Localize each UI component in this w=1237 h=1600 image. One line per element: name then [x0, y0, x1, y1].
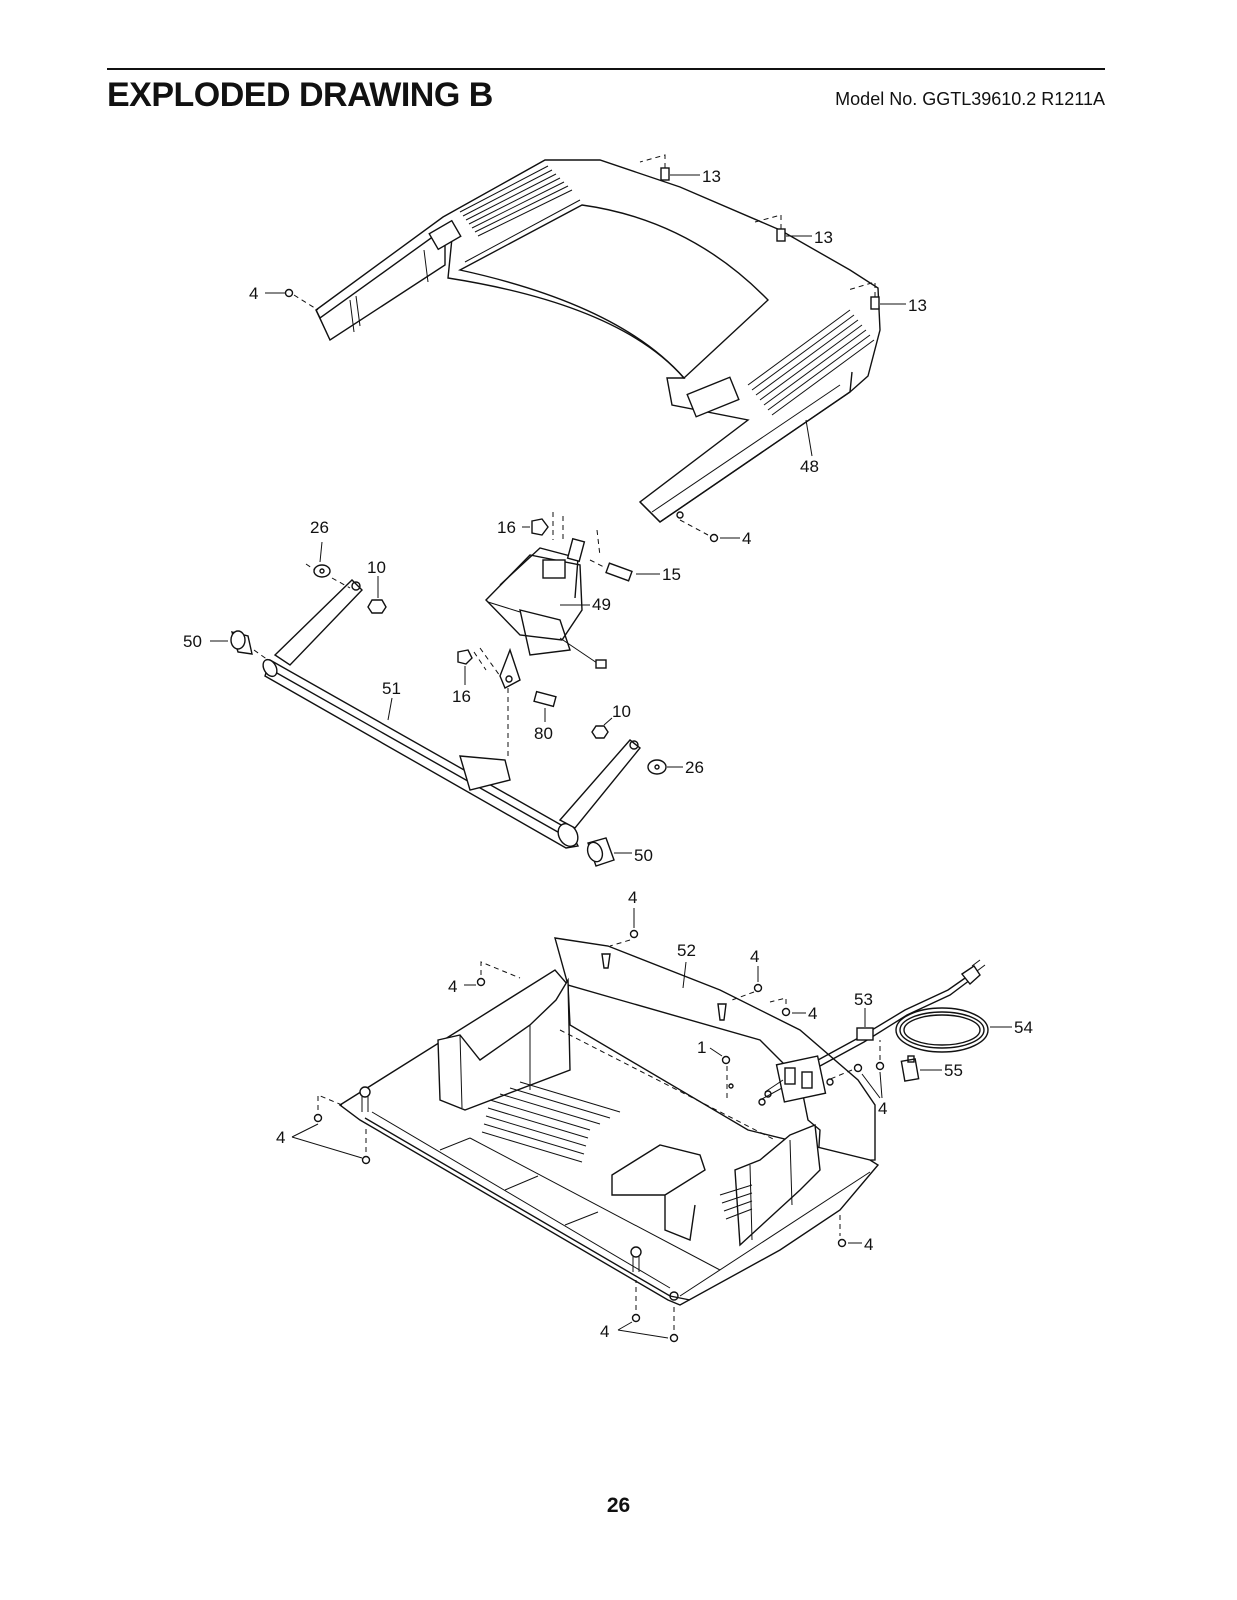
frame-part-51 [262, 579, 641, 849]
model-number: Model No. GGTL39610.2 R1211A [835, 89, 1105, 109]
callout-52: 52 [677, 941, 696, 960]
callout-16: 16 [452, 687, 471, 706]
power-cord-54 [817, 959, 1012, 1067]
clip-13-c [847, 281, 906, 310]
callout-16: 16 [497, 518, 516, 537]
floor-vent-slots [481, 1081, 621, 1163]
callout-26: 26 [310, 518, 329, 537]
nut-16-bottom [457, 647, 501, 685]
motor-part-49 [485, 537, 607, 689]
callout-4: 4 [600, 1322, 609, 1341]
callout-49: 49 [592, 595, 611, 614]
callout-4: 4 [249, 284, 258, 303]
left-vent-grille [459, 165, 573, 237]
callout-10: 10 [612, 702, 631, 721]
callout-4: 4 [628, 888, 637, 907]
callout-1: 1 [697, 1038, 706, 1057]
callout-13: 13 [908, 296, 927, 315]
callout-4: 4 [808, 1004, 817, 1023]
callout-54: 54 [1014, 1018, 1033, 1037]
bushing-50-right [586, 837, 632, 867]
page-number: 26 [606, 1494, 631, 1517]
base-part-52 [338, 937, 880, 1306]
callout-13: 13 [814, 228, 833, 247]
bolt-80 [507, 688, 557, 760]
callout-50: 50 [183, 632, 202, 651]
washer-26-right [647, 759, 683, 775]
washer-26-left [305, 541, 351, 589]
callout-4: 4 [276, 1128, 285, 1147]
hood-part-48 [315, 159, 881, 523]
callout-4: 4 [742, 529, 751, 548]
callout-15: 15 [662, 565, 681, 584]
bolt-15 [589, 559, 660, 582]
callout-4: 4 [750, 947, 759, 966]
callout-26: 26 [685, 758, 704, 777]
nut-16-top [522, 512, 601, 557]
callout-48: 48 [800, 457, 819, 476]
page-title: EXPLODED DRAWING B [107, 76, 493, 114]
callout-53: 53 [854, 990, 873, 1009]
callout-labels: 13 13 13 4 48 4 26 10 16 15 49 50 51 16 … [183, 167, 1033, 1341]
callout-55: 55 [944, 1061, 963, 1080]
bushing-50-left [210, 630, 269, 661]
callout-10: 10 [367, 558, 386, 577]
callout-4: 4 [864, 1235, 873, 1254]
nut-10-left [367, 576, 387, 614]
callout-50: 50 [634, 846, 653, 865]
switch-53 [856, 1008, 874, 1041]
header-rule [107, 68, 1105, 70]
callout-13: 13 [702, 167, 721, 186]
nut-10-right [591, 717, 613, 739]
breaker-55 [900, 1055, 942, 1082]
base-screws [291, 908, 885, 1343]
right-vent-grille [747, 309, 875, 416]
callout-4: 4 [448, 977, 457, 996]
clip-13-a [639, 154, 700, 181]
screw-4-hood-left [265, 288, 319, 311]
screw-4-hood-right [679, 519, 740, 543]
callout-4: 4 [878, 1099, 887, 1118]
callout-51: 51 [382, 679, 401, 698]
clip-13-b [754, 214, 812, 242]
callout-80: 80 [534, 724, 553, 743]
leader-48 [805, 419, 813, 457]
